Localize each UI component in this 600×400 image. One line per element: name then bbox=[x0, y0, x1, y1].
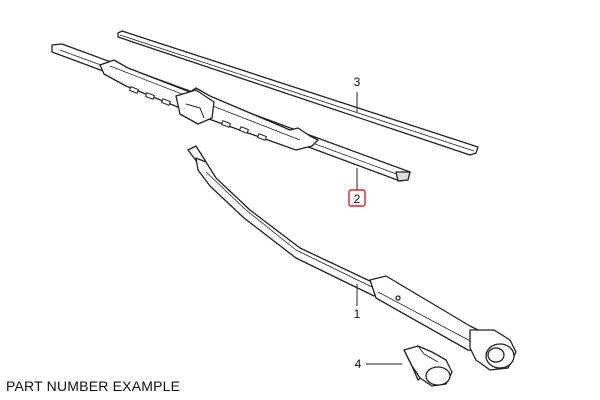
callout-4: 4 bbox=[355, 357, 362, 371]
wiper-rubber-insert bbox=[117, 30, 479, 156]
callout-2-highlight-box bbox=[348, 189, 366, 207]
wiper-arm bbox=[187, 145, 517, 371]
callout-2: 2 bbox=[354, 192, 361, 206]
callout-1: 1 bbox=[354, 307, 361, 321]
leader-lines bbox=[356, 92, 402, 365]
caption-part-number-example: PART NUMBER EXAMPLE bbox=[6, 378, 181, 394]
callout-3: 3 bbox=[354, 75, 361, 89]
frame-slots bbox=[129, 86, 267, 141]
cap bbox=[403, 345, 453, 387]
wiper-blade bbox=[51, 43, 411, 182]
